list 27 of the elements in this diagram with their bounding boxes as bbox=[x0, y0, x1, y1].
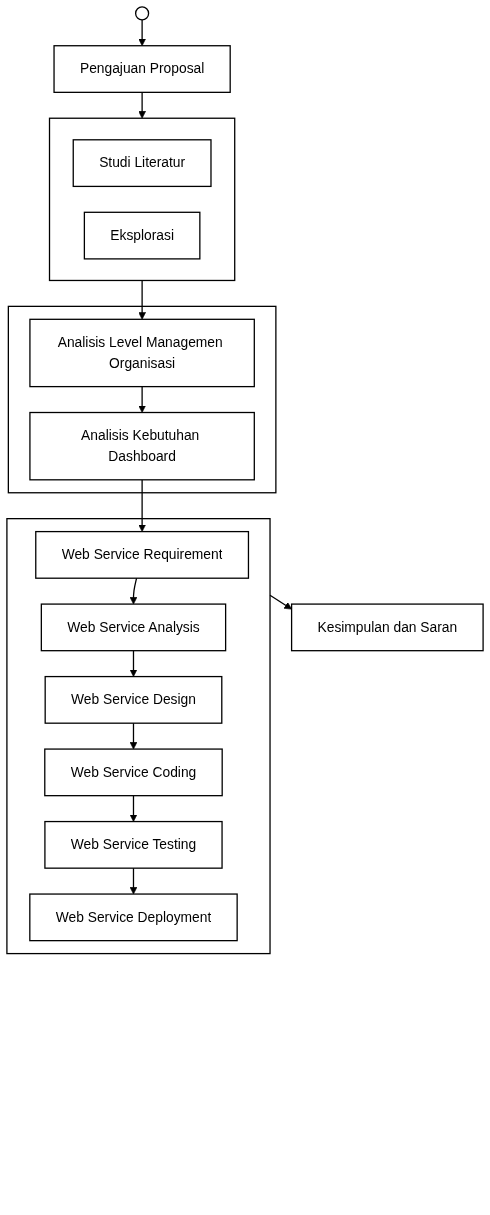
arrow bbox=[138, 479, 146, 532]
node-box: Analisis Kebutuhan Dashboard bbox=[29, 411, 255, 481]
arrow bbox=[129, 577, 138, 605]
node-box: Web Service Requirement bbox=[35, 530, 250, 579]
arrow bbox=[138, 279, 146, 320]
node-box: Web Service Analysis bbox=[40, 603, 227, 652]
node-box: Web Service Testing bbox=[44, 820, 223, 869]
node-box: Web Service Design bbox=[44, 675, 223, 724]
node-box: Kesimpulan dan Saran bbox=[290, 603, 484, 652]
node-box: Studi Literatur bbox=[72, 139, 212, 188]
node-box: Web Service Deployment bbox=[29, 893, 238, 942]
cluster bbox=[6, 518, 271, 955]
arrow bbox=[129, 722, 138, 750]
node-circle bbox=[135, 6, 150, 21]
arrow bbox=[138, 91, 146, 119]
node-box: Analisis Level Managemen Organisasi bbox=[29, 318, 255, 388]
node-box: Web Service Coding bbox=[44, 748, 223, 797]
arrow bbox=[129, 650, 138, 677]
arrow bbox=[138, 385, 146, 413]
cluster bbox=[7, 305, 277, 494]
arrow bbox=[269, 594, 292, 610]
arrow bbox=[138, 19, 146, 47]
cluster bbox=[48, 117, 236, 282]
arrow bbox=[129, 867, 138, 895]
arrow bbox=[129, 795, 138, 822]
node-box: Pengajuan Proposal bbox=[53, 45, 231, 93]
node-box: Eksplorasi bbox=[83, 211, 201, 260]
